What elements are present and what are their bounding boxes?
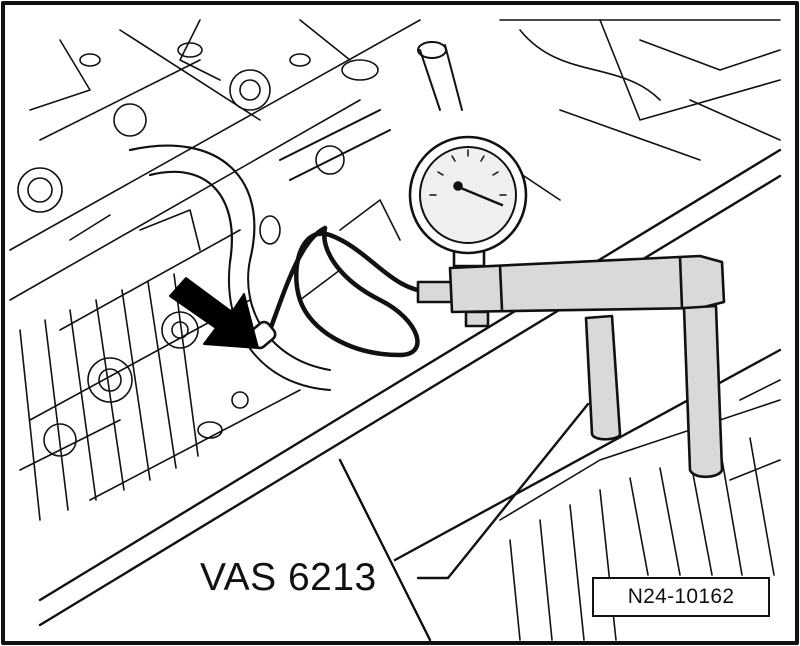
pump-body (448, 254, 726, 314)
vacuum-hose (294, 225, 433, 358)
vacuum-pump-tool (247, 135, 726, 479)
pointer-arrow-icon (169, 277, 259, 349)
fixed-handle (584, 314, 622, 441)
gauge-needle (454, 184, 504, 207)
figure-number: N24-10162 (592, 577, 770, 617)
lever-handle (682, 304, 724, 479)
leader-line (416, 402, 590, 580)
hose-end (267, 225, 328, 333)
tool-label: VAS 6213 (196, 558, 381, 597)
